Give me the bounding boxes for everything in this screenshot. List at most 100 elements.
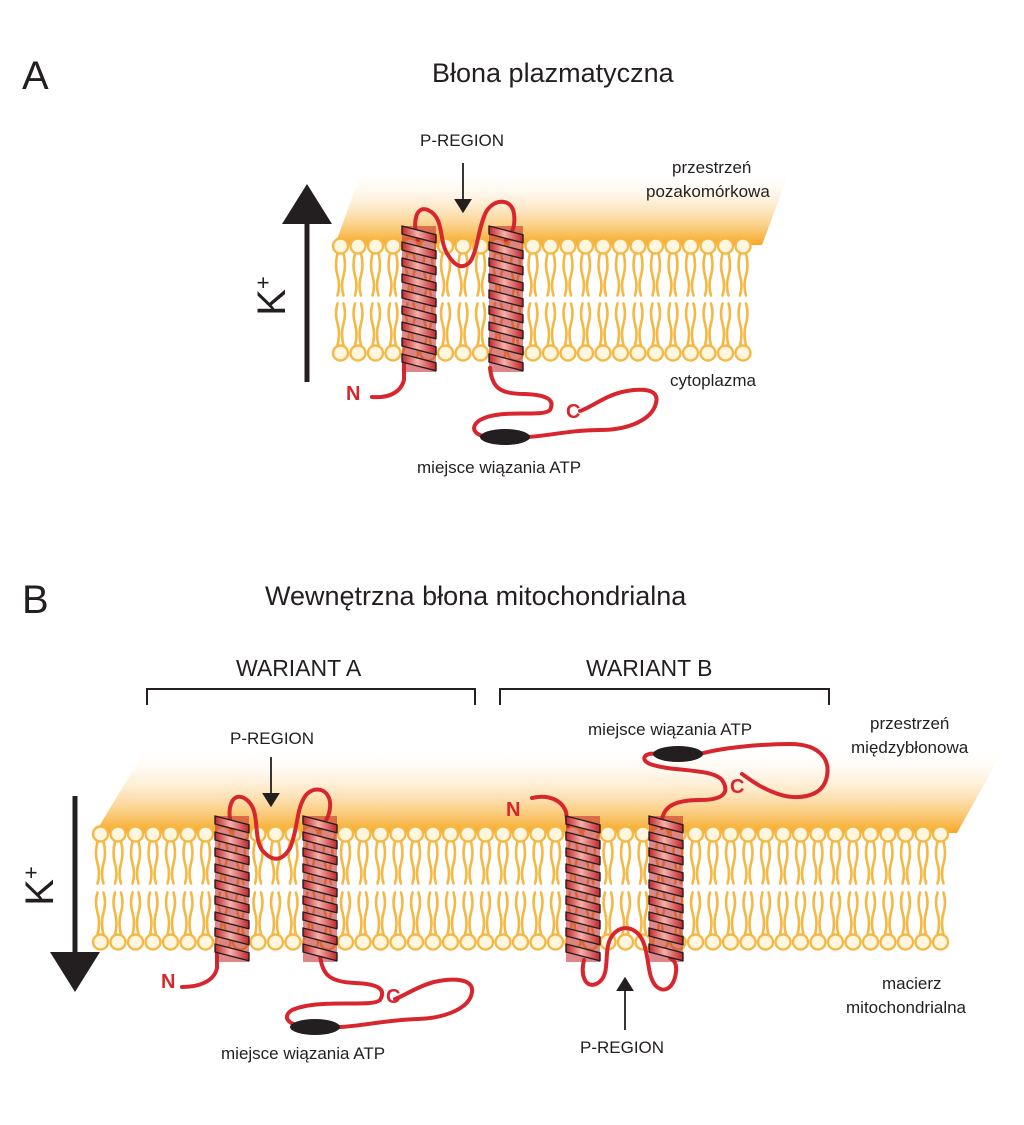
helix-turn — [302, 895, 338, 914]
lipid-tail — [794, 840, 801, 885]
lipid-tail — [544, 252, 551, 297]
lipid-tail — [905, 891, 912, 936]
helix-turn — [648, 927, 684, 946]
lipid-tail — [689, 840, 696, 885]
lipid-tail — [882, 891, 888, 936]
lipid-tail — [649, 252, 656, 297]
lipid-head — [476, 933, 495, 951]
extracellular-space-label-line1: przestrzeń — [672, 158, 752, 177]
lipid-tail — [450, 840, 457, 885]
lipid-tail — [724, 891, 731, 936]
lipid-tail — [695, 840, 702, 885]
lipid-tail — [690, 302, 697, 347]
lipid-head — [524, 237, 542, 255]
lipid-tail — [339, 891, 346, 936]
lipid-tail — [742, 840, 748, 885]
lipid-tail — [527, 252, 533, 297]
lipid-tail — [684, 302, 691, 347]
lipid-tail — [532, 891, 538, 936]
lipid-tail — [777, 891, 783, 936]
lipid-tail — [759, 891, 766, 936]
membrane-surface-gradient — [335, 170, 790, 245]
lipid-tail — [829, 840, 836, 885]
lipid-head — [774, 825, 792, 843]
lipid-tail — [358, 252, 364, 297]
lipid-tail — [719, 302, 726, 347]
lipid-tail — [374, 891, 381, 936]
lipid-head — [126, 933, 145, 951]
lipid-tail — [818, 840, 824, 885]
lipid-tail — [387, 302, 393, 347]
lipid-head — [529, 825, 547, 843]
extracellular-space-label-line2: pozakomórkowa — [646, 182, 770, 201]
helix-turn — [488, 225, 524, 244]
lipid-head — [354, 933, 372, 951]
lipid-tail — [864, 840, 871, 885]
lipid-tail — [497, 840, 503, 885]
lipid-head — [109, 933, 127, 951]
helix-turn — [302, 927, 338, 946]
lipid-tail — [188, 891, 194, 936]
lipid-head — [459, 825, 477, 843]
lipid-head — [704, 933, 722, 951]
n-terminal-chain — [370, 358, 406, 400]
lipid-tail — [549, 891, 556, 936]
c-terminus-label: C — [566, 401, 581, 423]
lipid-tail — [713, 840, 719, 885]
lipid-tail — [474, 302, 481, 347]
lipid-tail — [392, 891, 398, 936]
lipid-head — [471, 344, 490, 362]
lipid-tail — [252, 891, 258, 936]
transmembrane-helix-2 — [488, 225, 524, 372]
lipid-head — [424, 933, 442, 951]
p-region-label: P-REGION — [420, 131, 505, 150]
lipid-head — [861, 825, 880, 843]
lipid-head — [389, 825, 407, 843]
lipid-tail — [550, 252, 557, 297]
lipid-head — [161, 933, 180, 951]
helix-turn — [648, 847, 684, 866]
lipid-tail — [457, 302, 463, 347]
lipid-tail — [794, 891, 801, 936]
lipid-head — [756, 933, 775, 951]
lipid-head — [686, 825, 705, 843]
lipid-head — [699, 237, 717, 255]
lipid-head — [406, 933, 425, 951]
lipid-tail — [100, 840, 107, 885]
lipid-tail — [520, 840, 527, 885]
lipid-head — [109, 825, 127, 843]
lipid-tail — [725, 302, 732, 347]
lipid-tail — [585, 252, 592, 297]
lipid-head — [349, 237, 367, 255]
lipid-tail — [415, 891, 422, 936]
lipid-tail — [380, 840, 387, 885]
helix-turn — [302, 943, 338, 962]
helix-turn — [214, 815, 250, 834]
c-terminal-chain — [284, 953, 385, 1029]
lipid-head — [384, 344, 402, 362]
potassium-ion-label: K+ — [249, 276, 294, 316]
lipid-head — [441, 933, 460, 951]
lipid-tail — [602, 840, 608, 885]
helix-turn — [401, 321, 437, 340]
lipid-tail — [480, 252, 487, 297]
lipid-tail — [917, 891, 923, 936]
lipid-tail — [882, 840, 888, 885]
lipid-tail — [800, 840, 807, 885]
lipid-tail — [520, 891, 527, 936]
lipid-tail — [462, 840, 468, 885]
lipid-tail — [387, 252, 393, 297]
lipid-head — [511, 933, 530, 951]
transmembrane-helix-1 — [565, 815, 601, 962]
helix-turn — [302, 863, 338, 882]
lipid-tail — [713, 891, 719, 936]
lipid-head — [91, 933, 110, 951]
lipid-head — [284, 933, 302, 951]
lipid-tail — [433, 891, 439, 936]
c-terminal-chain — [472, 366, 554, 440]
lipid-tail — [457, 252, 463, 297]
lipid-tail — [252, 840, 258, 885]
lipid-tail — [632, 252, 638, 297]
lipid-head — [441, 825, 460, 843]
lipid-tail — [409, 891, 416, 936]
